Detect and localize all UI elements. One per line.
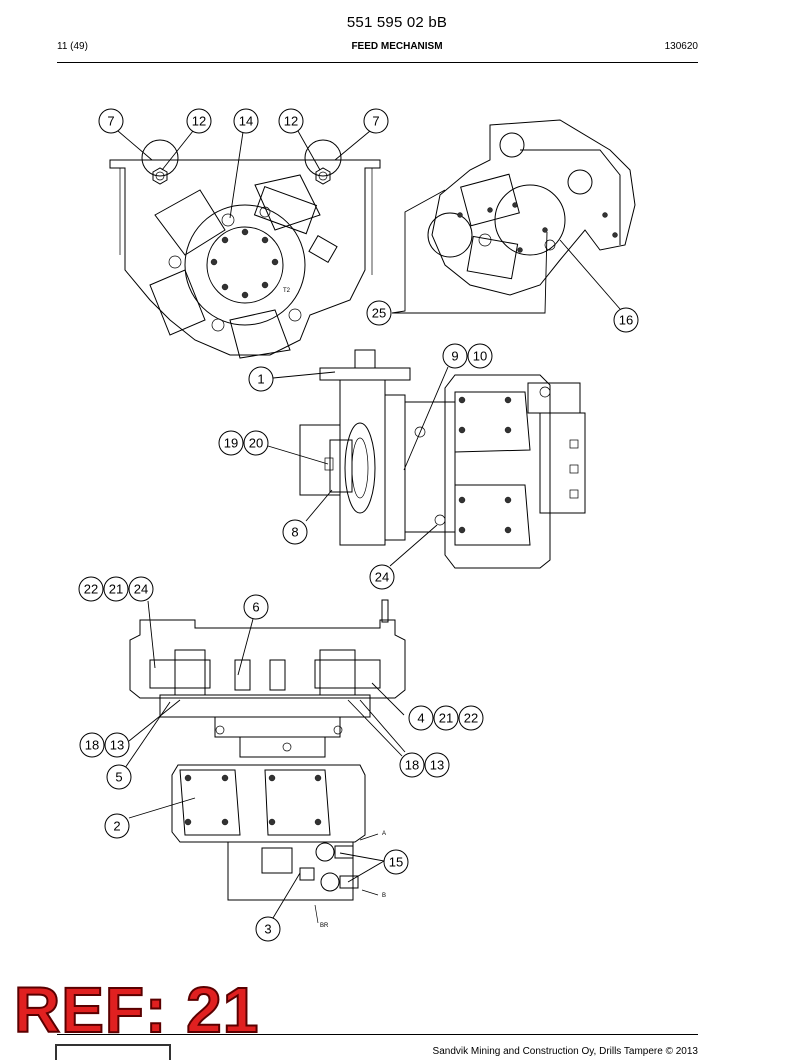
callout-2: 2 xyxy=(104,813,130,839)
motor-mark-label: T2 xyxy=(283,288,291,294)
svg-text:2: 2 xyxy=(113,819,120,834)
svg-text:6: 6 xyxy=(252,600,259,615)
date-code: 130620 xyxy=(664,41,698,52)
bottom-view: A B BR xyxy=(124,599,406,929)
svg-text:12: 12 xyxy=(192,114,206,129)
svg-text:16: 16 xyxy=(619,313,633,328)
callout-19: 19 xyxy=(218,430,244,456)
svg-text:18: 18 xyxy=(405,758,419,773)
svg-text:19: 19 xyxy=(224,436,238,451)
svg-text:7: 7 xyxy=(372,114,379,129)
svg-text:24: 24 xyxy=(134,582,148,597)
callout-24a: 24 xyxy=(369,564,395,590)
callout-13a: 13 xyxy=(104,732,130,758)
svg-text:14: 14 xyxy=(239,114,253,129)
svg-text:15: 15 xyxy=(389,855,403,870)
ref-stamp: REF: 21 xyxy=(13,974,260,1046)
footer-copyright: Sandvik Mining and Construction Oy, Dril… xyxy=(432,1046,698,1057)
callout-5: 5 xyxy=(106,764,132,790)
page-number: 11 (49) xyxy=(57,41,88,52)
callout-24b: 24 xyxy=(128,576,154,602)
document-number: 551 595 02 bB xyxy=(346,14,448,31)
svg-text:7: 7 xyxy=(107,114,114,129)
callout-13b: 13 xyxy=(424,752,450,778)
footer-rule xyxy=(57,1034,698,1035)
callout-1: 1 xyxy=(248,366,274,392)
svg-text:25: 25 xyxy=(372,306,386,321)
callout-25: 25 xyxy=(366,300,392,326)
callout-15: 15 xyxy=(383,849,409,875)
callout-8: 8 xyxy=(282,519,308,545)
header-rule xyxy=(57,62,698,63)
svg-text:5: 5 xyxy=(115,770,122,785)
front-view: T2 xyxy=(109,130,381,359)
svg-text:13: 13 xyxy=(110,738,124,753)
callout-12a: 12 xyxy=(186,108,212,134)
svg-text:12: 12 xyxy=(284,114,298,129)
callout-18b: 18 xyxy=(399,752,425,778)
callout-16: 16 xyxy=(613,307,639,333)
svg-text:8: 8 xyxy=(291,525,298,540)
port-a-label: A xyxy=(382,831,386,837)
svg-text:13: 13 xyxy=(430,758,444,773)
callout-20: 20 xyxy=(243,430,269,456)
callout-14: 14 xyxy=(233,108,259,134)
callout-22a: 22 xyxy=(78,576,104,602)
port-br-label: BR xyxy=(320,923,329,929)
callout-7b: 7 xyxy=(363,108,389,134)
svg-text:9: 9 xyxy=(451,349,458,364)
svg-text:3: 3 xyxy=(264,922,271,937)
port-b-label: B xyxy=(382,893,386,899)
callout-12b: 12 xyxy=(278,108,304,134)
callout-18a: 18 xyxy=(79,732,105,758)
svg-text:21: 21 xyxy=(439,711,453,726)
callout-9: 9 xyxy=(442,343,468,369)
side-view xyxy=(267,349,586,569)
callout-10: 10 xyxy=(467,343,493,369)
svg-text:22: 22 xyxy=(84,582,98,597)
svg-text:4: 4 xyxy=(417,711,424,726)
section-title: FEED MECHANISM xyxy=(351,41,443,52)
callout-7a: 7 xyxy=(98,108,124,134)
svg-text:22: 22 xyxy=(464,711,478,726)
isometric-view xyxy=(391,119,636,314)
svg-text:24: 24 xyxy=(375,570,389,585)
svg-text:21: 21 xyxy=(109,582,123,597)
svg-text:18: 18 xyxy=(85,738,99,753)
callout-21a: 21 xyxy=(103,576,129,602)
callout-4: 4 xyxy=(408,705,434,731)
callout-6: 6 xyxy=(243,594,269,620)
svg-text:10: 10 xyxy=(473,349,487,364)
callout-21b: 21 xyxy=(433,705,459,731)
svg-text:1: 1 xyxy=(257,372,264,387)
svg-text:20: 20 xyxy=(249,436,263,451)
brand-logo xyxy=(55,1044,171,1060)
callout-3: 3 xyxy=(255,916,281,942)
callout-22b: 22 xyxy=(458,705,484,731)
